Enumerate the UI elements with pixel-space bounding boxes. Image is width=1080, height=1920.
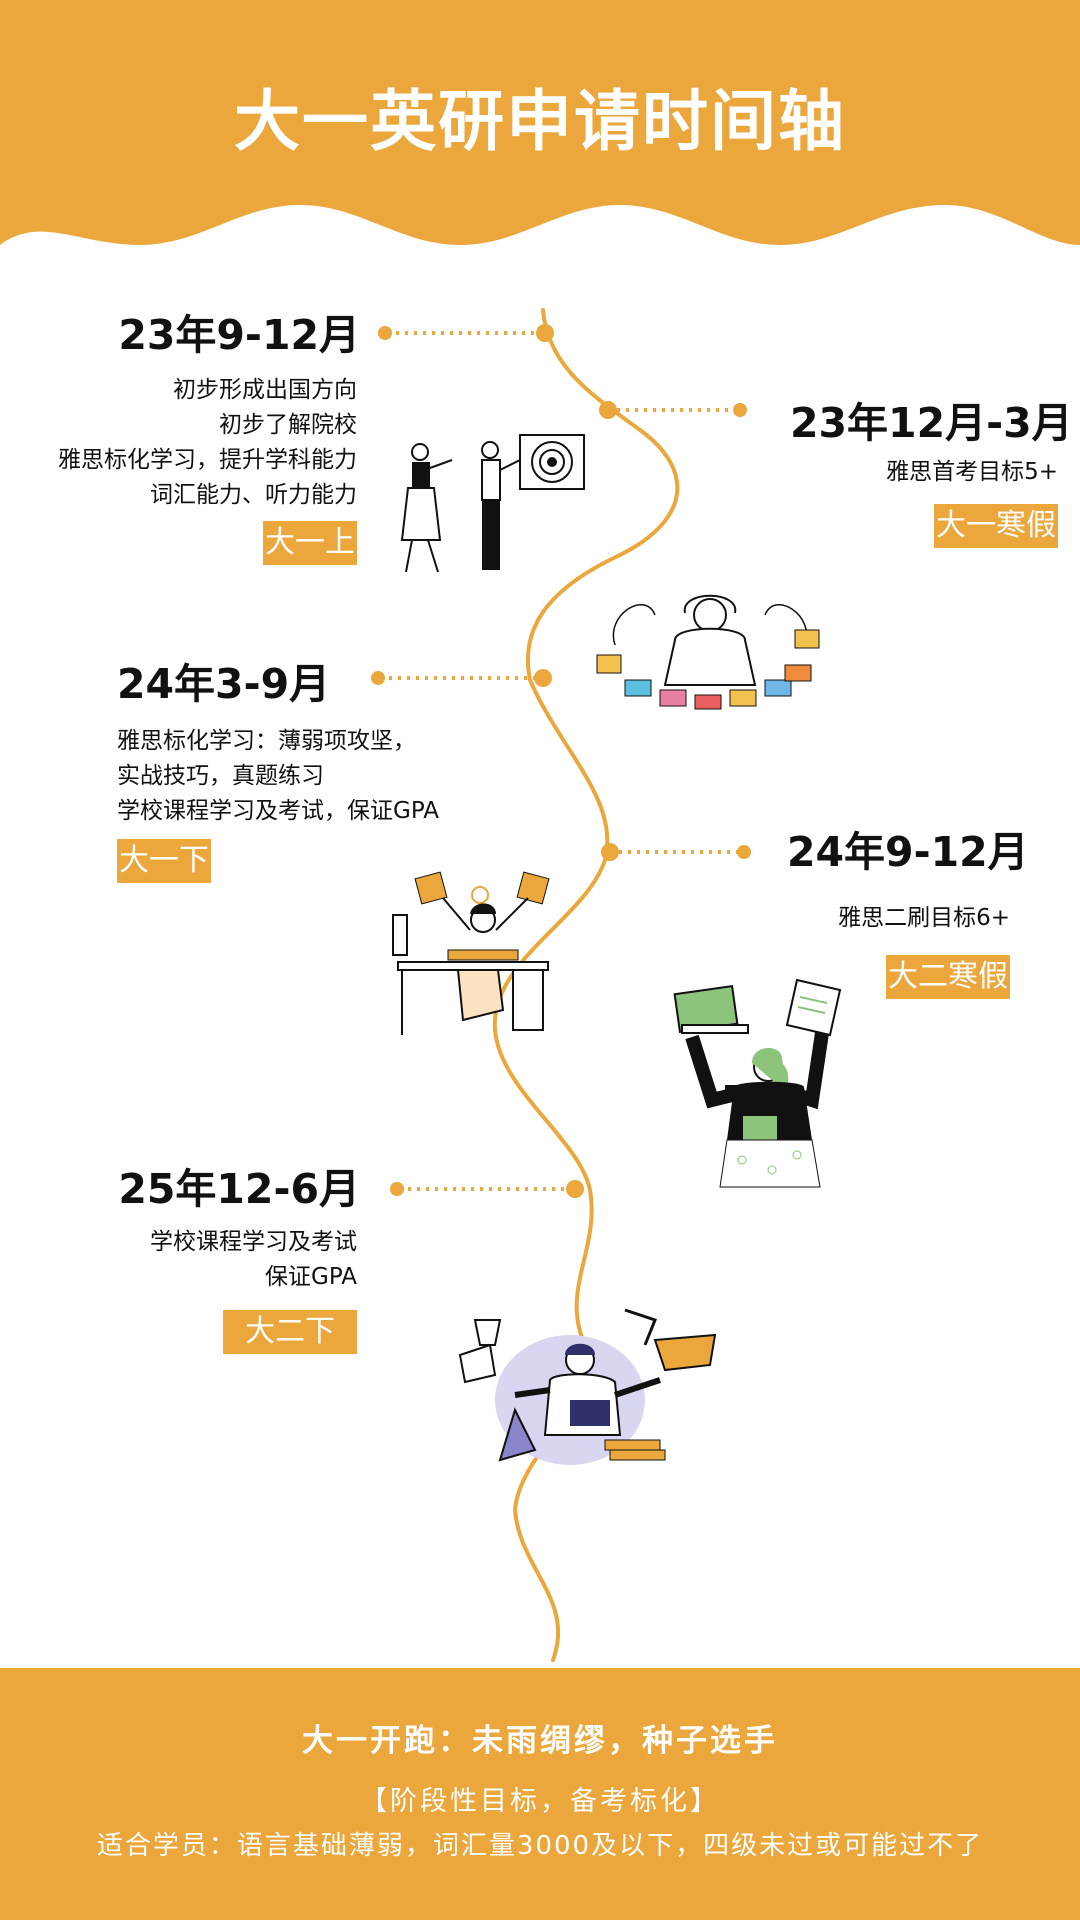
connector-2 [599,401,747,419]
stage-5-badge: 大二下 [223,1310,357,1354]
stage-1-line: 初步形成出国方向 [173,377,357,403]
stage-4-date: 24年9-12月 [787,828,1029,876]
stressed-person-with-papers-illustration [596,594,820,710]
two-people-with-target-illustration [400,434,585,573]
connector-1 [378,324,554,342]
stage-1-line: 词汇能力、听力能力 [150,482,357,508]
stage-3-description: 雅思标化学习：薄弱项攻坚， 实战技巧，真题练习 学校课程学习及考试，保证GPA [117,724,439,829]
stage-2-line: 雅思首考目标5+ [886,459,1058,485]
woman-holding-laptop-and-papers-illustration [673,978,842,1188]
header: 大一英研申请时间轴 [0,0,1080,260]
stage-1-badge: 大一上 [263,521,357,565]
connector-3 [371,669,552,687]
stage-4-badge: 大二寒假 [886,955,1010,999]
stage-1-line: 初步了解院校 [219,412,357,438]
footer-banner: 大一开跑：未雨绸缪，种子选手 【阶段性目标，备考标化】 适合学员：语言基础薄弱，… [0,1668,1080,1920]
stage-3-line: 实战技巧，真题练习 [117,763,324,789]
stage-5-line: 学校课程学习及考试 [150,1229,357,1255]
stage-3-line: 学校课程学习及考试，保证GPA [117,798,439,824]
stage-2-badge: 大一寒假 [934,504,1058,548]
connector-4 [601,843,751,861]
busy-person-with-flying-items-illustration [458,1308,717,1465]
footer-headline: 大一开跑：未雨绸缪，种子选手 [302,1723,778,1759]
multitasking-person-at-desk-illustration [392,871,550,1035]
stage-5-description: 学校课程学习及考试 保证GPA [150,1225,357,1295]
stage-3-line: 雅思标化学习：薄弱项攻坚， [117,728,416,754]
stage-1-date: 23年9-12月 [118,311,360,359]
stage-1-description: 初步形成出国方向 初步了解院校 雅思标化学习，提升学科能力 词汇能力、听力能力 [58,373,357,513]
stage-3-date: 24年3-9月 [117,660,331,708]
stage-3-badge: 大一下 [117,839,211,883]
stage-5-line: 保证GPA [265,1264,357,1290]
stage-2-description: 雅思首考目标5+ [886,455,1058,490]
footer-subtitle: 【阶段性目标，备考标化】 [360,1786,720,1817]
stage-1-line: 雅思标化学习，提升学科能力 [58,447,357,473]
stage-4-description: 雅思二刷目标6+ [838,901,1010,936]
page-title: 大一英研申请时间轴 [234,83,846,160]
stage-5-date: 25年12-6月 [118,1165,360,1213]
connector-5 [390,1180,584,1198]
stage-2-date: 23年12月-3月 [790,399,1073,447]
footer-audience: 适合学员：语言基础薄弱，词汇量3000及以下，四级未过或可能过不了 [96,1831,984,1861]
stage-4-line: 雅思二刷目标6+ [838,905,1010,931]
header-wave-background [0,0,1080,245]
